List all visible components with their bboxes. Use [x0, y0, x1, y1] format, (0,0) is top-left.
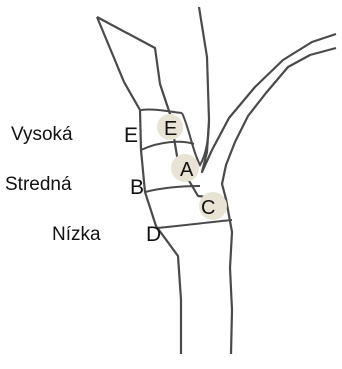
zone-letter-middle: A: [180, 159, 194, 181]
label-middle-letter: B: [130, 176, 144, 199]
vessel-outline-right-branch-inner: [222, 48, 336, 199]
label-high: Vysoká: [11, 124, 73, 145]
zone-letter-bottom: C: [201, 197, 215, 219]
label-middle: Stredná: [5, 174, 72, 195]
label-low: Nízka: [52, 224, 101, 245]
label-low-letter: D: [146, 223, 161, 246]
vessel-outline-right-branch: [199, 7, 336, 172]
zone-boundary-bottom: [156, 220, 232, 228]
zone-boundary-upper: [141, 142, 194, 150]
label-high-letter: E: [124, 124, 138, 147]
zone-letter-top: E: [164, 118, 177, 140]
zone-boundary-lower: [145, 186, 200, 192]
zone-boundary-top: [141, 109, 182, 113]
